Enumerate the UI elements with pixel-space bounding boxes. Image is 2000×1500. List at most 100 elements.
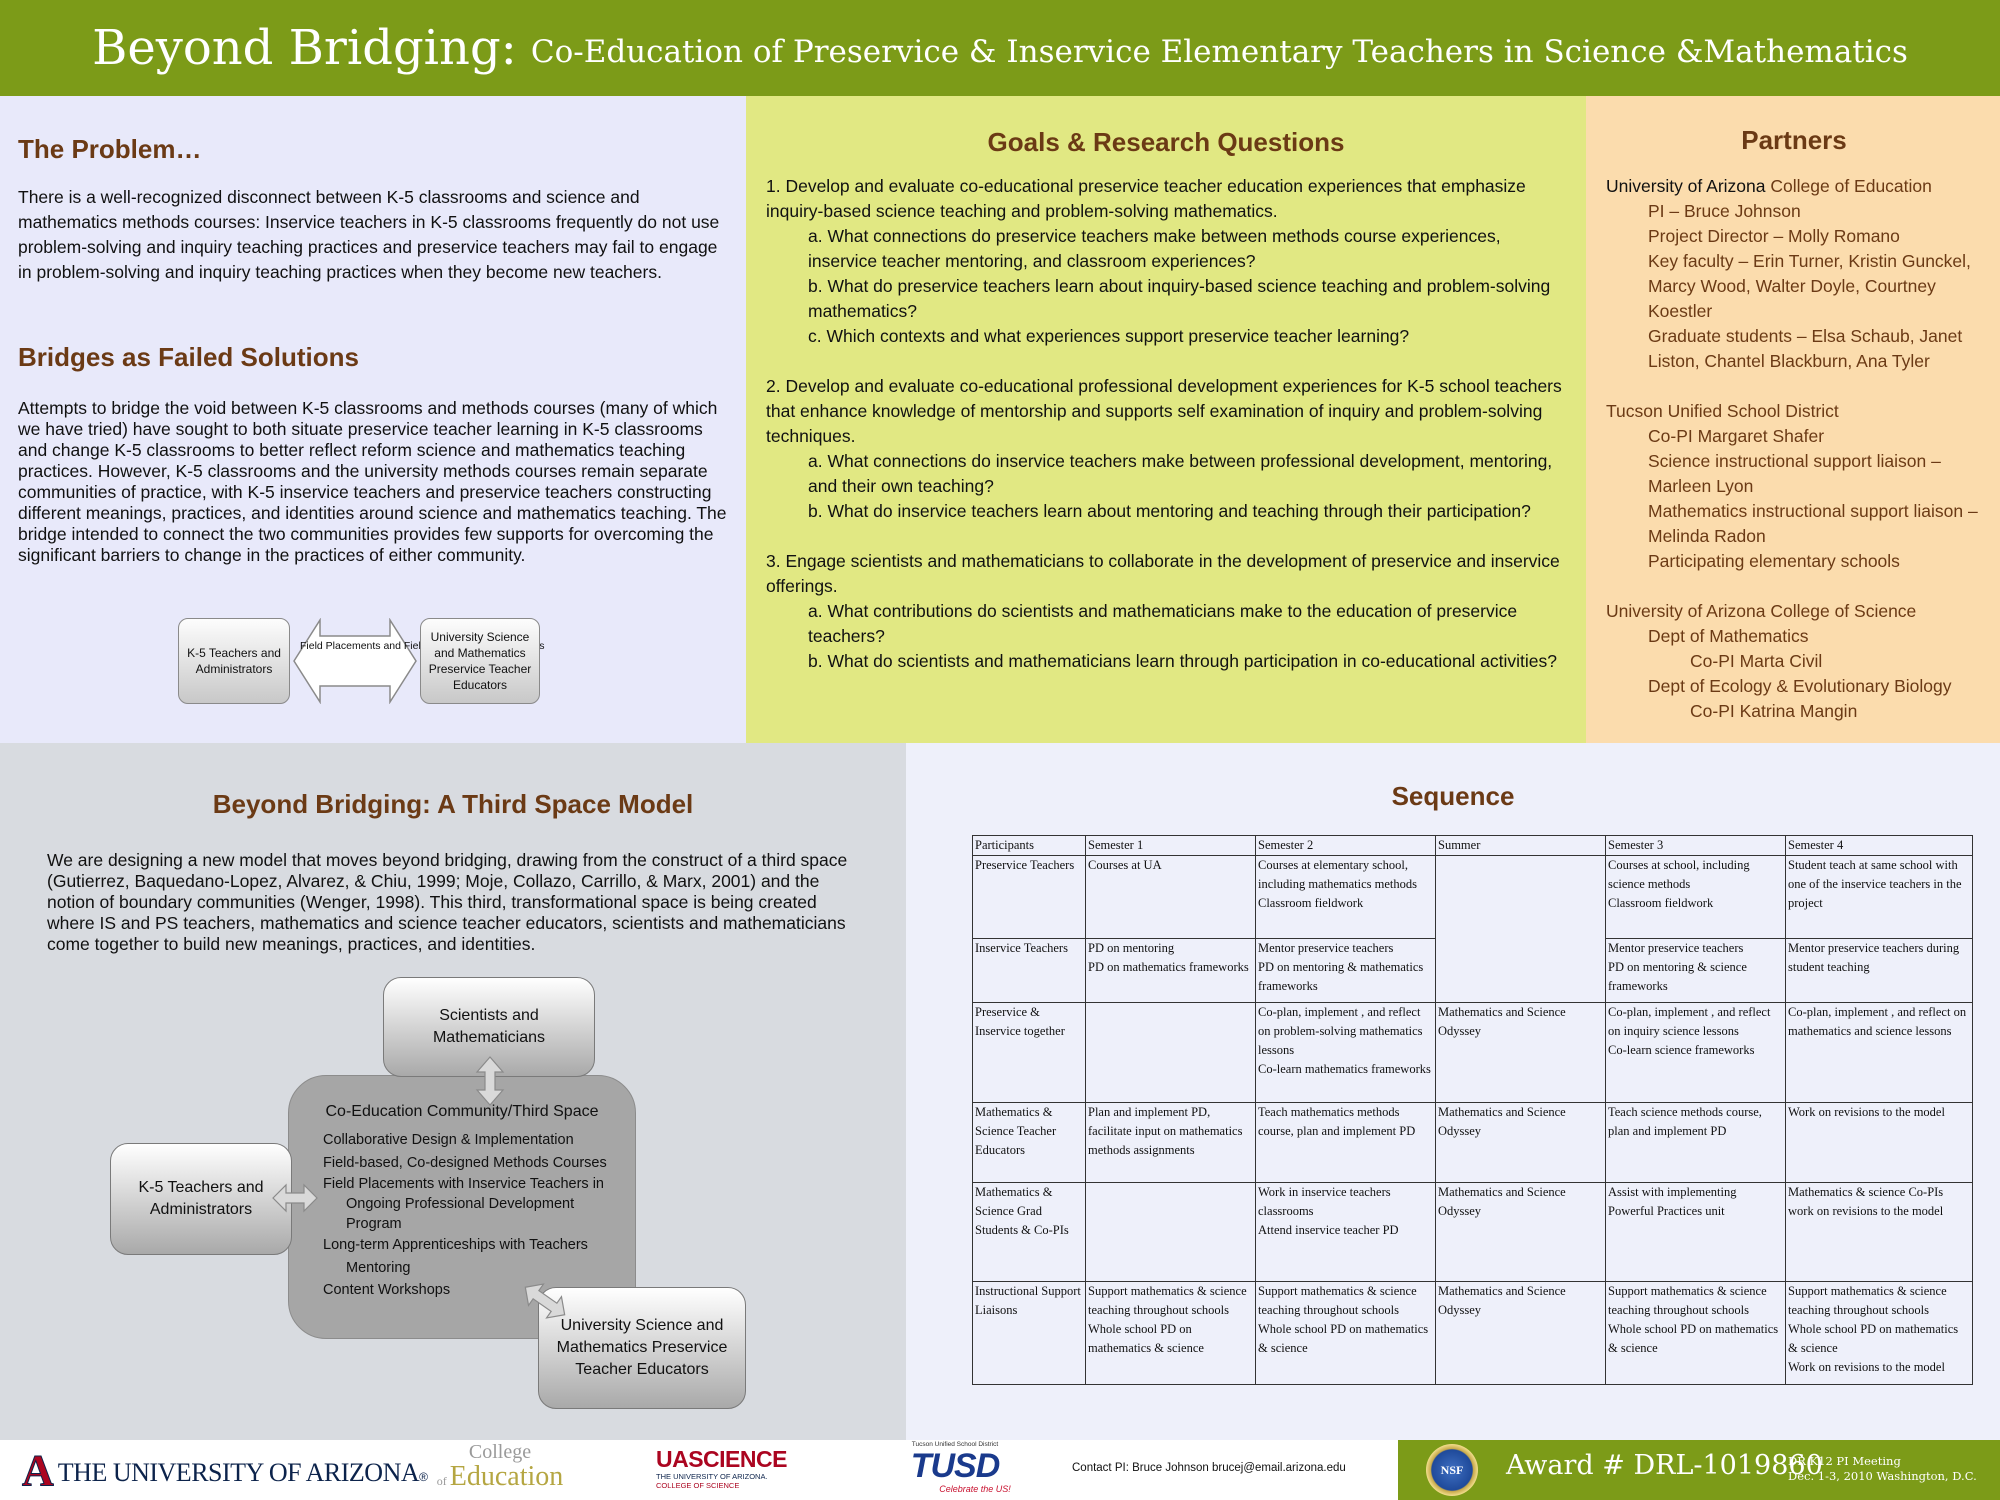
- cell-line: Courses at school, including science met…: [1608, 858, 1750, 891]
- community-item: Long-term Apprenticeships with Teachers: [323, 1237, 588, 1253]
- table-cell: Mentor preservice teachers during studen…: [1785, 938, 1973, 1003]
- poster-title: Beyond Bridging:: [92, 20, 517, 76]
- bridge-diagram: K-5 Teachers and Administrators Field Pl…: [176, 618, 545, 704]
- partners-heading: Partners: [1741, 125, 1847, 155]
- community-item: Program: [346, 1216, 402, 1232]
- goal-question: b. What do inservice teachers learn abou…: [808, 501, 1531, 521]
- table-cell: [1085, 1002, 1256, 1103]
- model-text: We are designing a new model that moves …: [47, 850, 848, 954]
- cell-line: Mathematics & Science Teacher Educators: [975, 1105, 1057, 1157]
- table-cell: Mathematics and Science Odyssey: [1435, 1102, 1606, 1183]
- horizontal-double-arrow-icon: [272, 1183, 318, 1213]
- participant-cell: Mathematics & Science Grad Students & Co…: [972, 1182, 1086, 1282]
- partner-dept-ecology: Dept of Ecology & Evolutionary Biology: [1648, 676, 1952, 696]
- goal-question: a. What connections do preservice teache…: [808, 226, 1501, 271]
- meeting-name: DR K12 PI Meeting: [1788, 1454, 1901, 1468]
- goal-question: b. What do preservice teachers learn abo…: [808, 276, 1551, 321]
- cell-line: Work on revisions to the model: [1788, 1360, 1945, 1374]
- cell-line: Classroom fieldwork: [1258, 896, 1364, 910]
- partner-dept-math: Dept of Mathematics: [1648, 626, 1809, 646]
- cell-line: Support mathematics & science teaching t…: [1088, 1284, 1247, 1317]
- partners-panel: Partners University of Arizona College o…: [1586, 96, 2000, 743]
- cell-line: Co-learn mathematics frameworks: [1258, 1062, 1431, 1076]
- community-item: Collaborative Design & Implementation: [323, 1132, 574, 1148]
- table-cell: Co-plan, implement , and reflect on prob…: [1255, 1002, 1436, 1103]
- meeting-info: DR K12 PI Meeting Dec. 1-3, 2010 Washing…: [1788, 1454, 1977, 1484]
- table-cell: Support mathematics & science teaching t…: [1255, 1281, 1436, 1385]
- third-space-model-panel: Beyond Bridging: A Third Space Model We …: [0, 743, 906, 1440]
- partner-person: Project Director – Molly Romano: [1648, 226, 1900, 246]
- cell-line: Whole school PD on mathematics & science: [1088, 1322, 1204, 1355]
- bidirectional-arrow-icon: [293, 618, 417, 704]
- cell-line: Support mathematics & science teaching t…: [1258, 1284, 1417, 1317]
- table-cell: Mathematics and Science Odyssey: [1435, 1182, 1606, 1282]
- cell-line: Whole school PD on mathematics & science: [1608, 1322, 1779, 1355]
- cell-line: Assist with implementing Powerful Practi…: [1608, 1185, 1737, 1218]
- community-items: Collaborative Design & Implementation Fi…: [289, 1129, 635, 1302]
- column-header: Semester 1: [1085, 835, 1256, 856]
- cell-line: Preservice & Inservice together: [975, 1005, 1065, 1038]
- table-cell: Support mathematics & science teaching t…: [1785, 1281, 1973, 1385]
- award-number: Award # DRL-1019860: [1506, 1450, 1823, 1481]
- table-cell: Mathematics & science Co-PIs work on rev…: [1785, 1182, 1973, 1282]
- tusd-logo-tagline: Celebrate the US!: [939, 1484, 1011, 1494]
- meeting-dates: Dec. 1-3, 2010 Washington, D.C.: [1788, 1469, 1977, 1483]
- participant-cell: Instructional Support Liaisons: [972, 1281, 1086, 1385]
- table-cell: Courses at school, including science met…: [1605, 855, 1786, 939]
- cell-line: Whole school PD on mathematics & science: [1258, 1322, 1429, 1355]
- uascience-logo: UASCIENCE THE UNIVERSITY OF ARIZONA. COL…: [656, 1446, 806, 1494]
- goal-item: 2. Develop and evaluate co-educational p…: [766, 374, 1566, 524]
- table-cell: Support mathematics & science teaching t…: [1605, 1281, 1786, 1385]
- cell-line: Courses at elementary school, including …: [1258, 858, 1417, 891]
- co-education-community-box: Co-Education Community/Third Space Colla…: [288, 1075, 636, 1339]
- nsf-logo-icon: NSF: [1426, 1444, 1478, 1496]
- cell-line: Co-plan, implement , and reflect on math…: [1788, 1005, 1967, 1038]
- cell-line: PD on mathematics frameworks: [1088, 960, 1249, 974]
- cell-line: PD on mentoring & mathematics frameworks: [1258, 960, 1424, 993]
- participant-cell: Preservice & Inservice together: [972, 1002, 1086, 1103]
- cell-line: Work in inservice teachers classrooms: [1258, 1185, 1391, 1218]
- registered-mark: ®: [419, 1470, 428, 1484]
- column-header: Semester 4: [1785, 835, 1973, 856]
- community-item: Field Placements with Inservice Teachers…: [323, 1176, 604, 1192]
- table-cell: Courses at elementary school, including …: [1255, 855, 1436, 939]
- sequence-heading: Sequence: [1391, 781, 1515, 811]
- third-space-diagram: Co-Education Community/Third Space Colla…: [0, 743, 906, 1440]
- goal-text: 1. Develop and evaluate co-educational p…: [766, 176, 1526, 221]
- tusd-logo: Tucson Unified School District TUSD Cele…: [890, 1441, 1020, 1499]
- poster-title-bar: Beyond Bridging: Co-Education of Preserv…: [0, 0, 2000, 96]
- college-of-education-logo: College of Education: [425, 1442, 575, 1498]
- university-educators-box: University Science and Mathematics Prese…: [420, 618, 540, 704]
- cell-line: Mathematics & science Co-PIs work on rev…: [1788, 1185, 1944, 1218]
- table-header-row: Participants Semester 1 Semester 2 Summe…: [972, 835, 1973, 856]
- participant-cell: Preservice Teachers: [972, 855, 1086, 939]
- community-item: Mentoring: [346, 1259, 411, 1276]
- column-header: Semester 2: [1255, 835, 1436, 856]
- cell-line: Plan and implement PD, facilitate input …: [1088, 1105, 1243, 1157]
- partner-tusd: Tucson Unified School District: [1606, 401, 1839, 421]
- diagonal-double-arrow-icon: [524, 1283, 566, 1319]
- goals-list: 1. Develop and evaluate co-educational p…: [766, 174, 1566, 674]
- nsf-logo-text: NSF: [1440, 1462, 1464, 1477]
- cell-line: Mathematics and Science Odyssey: [1438, 1185, 1566, 1218]
- goal-question: b. What do scientists and mathematicians…: [808, 651, 1558, 671]
- uascience-logo-text: UASCIENCE: [656, 1446, 787, 1472]
- partner-person: Science instructional support liaison – …: [1648, 451, 1941, 496]
- goal-item: 1. Develop and evaluate co-educational p…: [766, 174, 1566, 349]
- award-block: NSF Award # DRL-1019860 DR K12 PI Meetin…: [1398, 1440, 2000, 1500]
- partner-ua-name: University of Arizona: [1606, 176, 1766, 196]
- goal-question: c. Which contexts and what experiences s…: [808, 326, 1410, 346]
- partner-person: Graduate students – Elsa Schaub, Janet L…: [1648, 326, 1963, 371]
- partner-university-coe: University of Arizona College of Educati…: [1606, 174, 1982, 199]
- partner-person: Co-PI Marta Civil: [1690, 651, 1823, 671]
- cell-line: Student teach at same school with one of…: [1788, 858, 1962, 910]
- table-row: Mathematics & Science Grad Students & Co…: [972, 1182, 1973, 1282]
- column-header: Participants: [972, 835, 1086, 856]
- footer: A THE UNIVERSITY OF ARIZONA ® College of…: [0, 1440, 2000, 1500]
- ua-logo-text: THE UNIVERSITY OF ARIZONA: [57, 1458, 420, 1487]
